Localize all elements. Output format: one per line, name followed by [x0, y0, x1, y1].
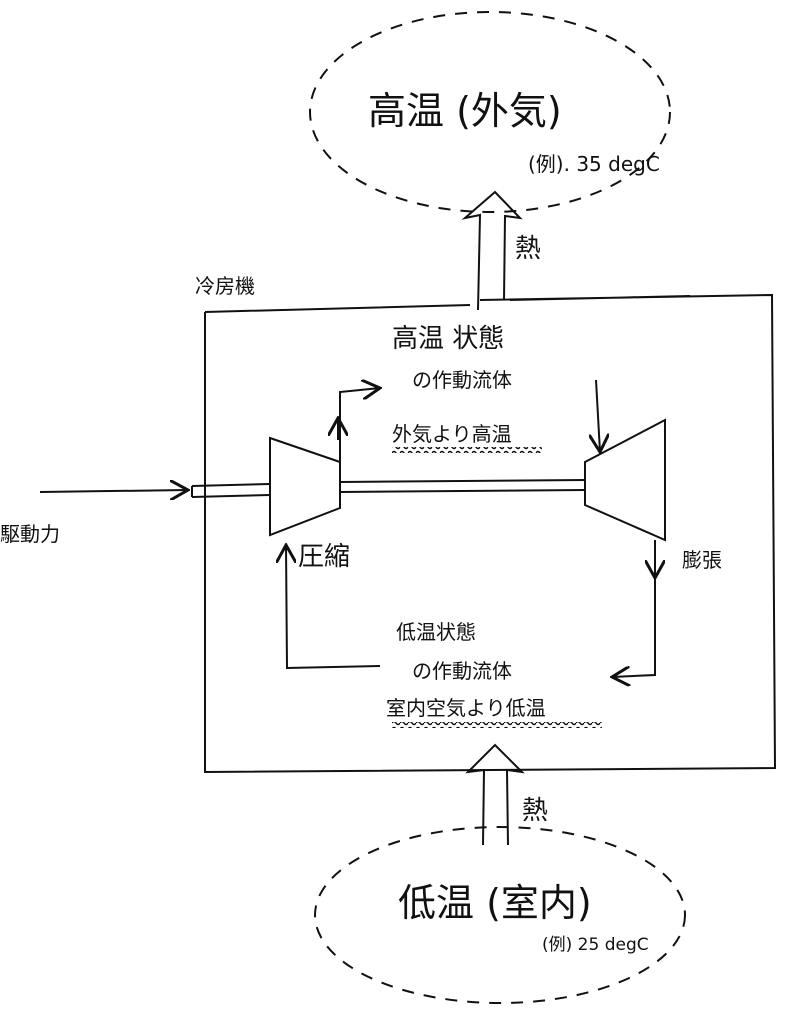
heat-in-arrow [465, 743, 525, 846]
outside-label: 高温 (外気) [368, 89, 562, 133]
hot-fluid-line2: の作動流体 [412, 368, 512, 392]
heat-out-arrow [461, 190, 523, 311]
cold-note-underline [392, 722, 602, 728]
outside-air-region [309, 11, 671, 213]
cold-fluid-line2: の作動流体 [412, 659, 512, 683]
shaft [191, 479, 586, 498]
heat-in-label: 熱 [522, 796, 549, 826]
drive-arrow [39, 490, 188, 492]
flow-compressor-out [339, 388, 380, 462]
hot-fluid-line1: 高温 状態 [392, 324, 505, 354]
expand-label: 膨張 [682, 548, 722, 572]
indoor-example: (例) 25 degC [542, 935, 649, 955]
drive-label: 駆動力 [0, 522, 60, 546]
heat-out-label: 熱 [515, 234, 542, 264]
compress-label: 圧縮 [298, 542, 351, 572]
flow-expander-out [612, 540, 656, 677]
expander [584, 418, 666, 542]
hot-fluid-note: 外気より高温 [392, 422, 512, 446]
machine-label: 冷房機 [195, 274, 255, 298]
indoor-region [314, 826, 686, 1004]
hot-note-underline [392, 447, 542, 453]
outside-example: (例). 35 degC [528, 152, 660, 176]
flow-to-expander [596, 379, 600, 452]
air-conditioner-box [204, 293, 777, 774]
cold-fluid-note: 室内空気より低温 [386, 696, 546, 720]
indoor-label: 低温 (室内) [398, 881, 592, 925]
cold-fluid-line1: 低温状態 [396, 620, 476, 644]
flow-to-compressor [286, 545, 381, 670]
compressor [269, 436, 341, 537]
